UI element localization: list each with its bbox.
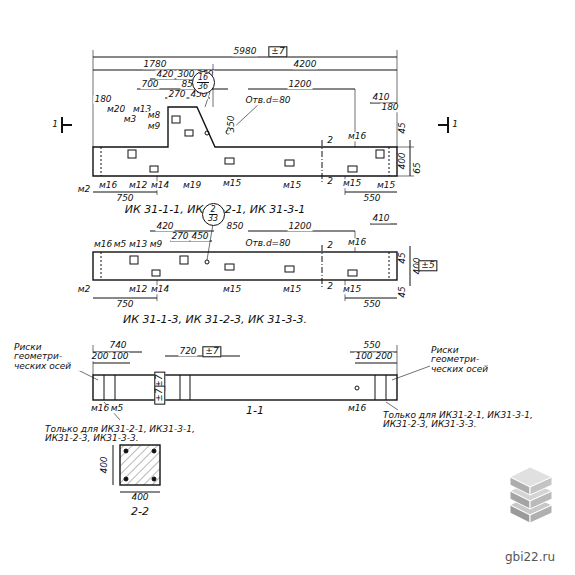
dimension-label: 180 bbox=[380, 103, 399, 112]
dimension-label: 550 bbox=[362, 300, 381, 309]
dimension-label: м2 bbox=[77, 185, 92, 194]
dimension-label: ±5 bbox=[418, 260, 437, 271]
dimension-label: 550 bbox=[362, 194, 381, 203]
dimension-label: 2 bbox=[326, 136, 334, 145]
note: Риски геометри- ческих осей bbox=[13, 343, 83, 371]
dimension-label: 270 bbox=[167, 90, 186, 99]
dimension-label: 4200 bbox=[293, 60, 318, 69]
dimension-label: 450 bbox=[190, 232, 209, 241]
dimension-label: Отв.d=80 bbox=[244, 239, 291, 248]
dimension-label: м20 bbox=[106, 105, 126, 114]
dimension-label: 65 bbox=[413, 161, 422, 174]
dimension-label: м14 bbox=[150, 285, 170, 294]
dimension-label: 1780 bbox=[143, 60, 168, 69]
dimension-label: м14 bbox=[150, 181, 170, 190]
dimension-label: м12 bbox=[128, 181, 148, 190]
dimension-label: м9 bbox=[147, 122, 162, 131]
dimension-label: м15 bbox=[342, 285, 362, 294]
dimension-label: 550 bbox=[362, 341, 381, 350]
dimension-label: 740 bbox=[108, 341, 127, 350]
dimension-label: 1200 bbox=[288, 222, 313, 231]
dimension-label: 1200 bbox=[288, 80, 313, 89]
dimension-label: ±7 bbox=[154, 385, 165, 404]
dimension-label: 200 bbox=[90, 352, 109, 361]
watermark: gbi22.ru bbox=[504, 551, 556, 564]
dimension-label: м16 bbox=[90, 404, 110, 413]
dimension-label: м16 bbox=[347, 132, 367, 141]
dimension-label: 750 bbox=[115, 300, 134, 309]
dimension-label: 270 bbox=[170, 232, 189, 241]
dimension-label: 1-1 bbox=[245, 405, 265, 417]
note: Только для ИК31-2-1, ИК31-3-1, ИК31-2-3,… bbox=[44, 425, 196, 444]
dimension-label: м9 bbox=[149, 240, 164, 249]
dimension-label: 720 bbox=[178, 347, 197, 356]
callout-circle: 233 bbox=[202, 203, 225, 226]
dimension-label: ±7 bbox=[268, 46, 287, 57]
dimension-label: м16 bbox=[93, 240, 113, 249]
dimension-label: 2 bbox=[326, 282, 334, 291]
dimension-label: м15 bbox=[342, 179, 362, 188]
dimension-label: 850 bbox=[225, 222, 244, 231]
note: Только для ИК31-2-1, ИК31-3-1, ИК31-2-3,… bbox=[382, 411, 534, 430]
dimension-label: 410 bbox=[371, 214, 390, 223]
dimension-label: 1 bbox=[51, 120, 59, 129]
dimension-label: м15 bbox=[376, 181, 396, 190]
dimension-label: 400 bbox=[398, 151, 407, 170]
dimension-label: м8 bbox=[147, 111, 162, 120]
note: Риски геометри- ческих осей bbox=[430, 346, 510, 374]
dimension-label: 100 bbox=[354, 352, 373, 361]
dimension-label: м13 bbox=[128, 240, 148, 249]
dimension-label: 410 bbox=[371, 93, 390, 102]
dimension-label: м3 bbox=[123, 115, 138, 124]
dimension-label: 1 bbox=[451, 120, 459, 129]
dimension-label: ±7 bbox=[202, 346, 221, 357]
dimension-label: 45 bbox=[398, 121, 407, 134]
dimension-label: м15 bbox=[222, 285, 242, 294]
dimension-label: 420 bbox=[155, 70, 174, 79]
dimension-label: 400 bbox=[130, 493, 149, 502]
callout-number: 33 bbox=[207, 215, 219, 223]
dimension-label: м2 bbox=[77, 285, 92, 294]
callout-number: 16 bbox=[197, 74, 209, 83]
dimension-label: м5 bbox=[113, 240, 128, 249]
dimension-label: 350 bbox=[227, 114, 236, 133]
dimension-label: 100 bbox=[110, 352, 129, 361]
dimension-label: м15 bbox=[282, 285, 302, 294]
callout-number: 36 bbox=[197, 83, 209, 91]
dimension-label: ИК 31-1-3, ИК 31-2-3, ИК 31-3-3. bbox=[122, 314, 308, 326]
dimension-label: 2-2 bbox=[130, 506, 150, 518]
dimension-label: Отв.d=80 bbox=[244, 96, 291, 105]
dimension-label: 45 bbox=[398, 251, 407, 264]
dimension-label: 400 bbox=[100, 455, 109, 474]
dimension-label: м16 bbox=[347, 238, 367, 247]
dimension-label: 420 bbox=[155, 222, 174, 231]
dimension-label: 180 bbox=[93, 95, 112, 104]
dimension-label: м15 bbox=[222, 179, 242, 188]
callout-number: 2 bbox=[209, 206, 216, 215]
dimension-label: 2 bbox=[326, 241, 334, 250]
dimension-label: 5980 bbox=[233, 47, 258, 56]
dimension-label: 2 bbox=[326, 177, 334, 186]
dimension-label: м19 bbox=[182, 181, 202, 190]
dimension-label: м16 bbox=[98, 181, 118, 190]
dimension-label: 45 bbox=[398, 285, 407, 298]
dimension-label: м15 bbox=[282, 181, 302, 190]
dimension-label: м16 bbox=[347, 404, 367, 413]
dimension-label: 700 bbox=[140, 80, 159, 89]
dimension-label: м5 bbox=[110, 404, 125, 413]
callout-circle: 1636 bbox=[192, 71, 215, 94]
dimension-label: 200 bbox=[374, 352, 393, 361]
dimension-label: м12 bbox=[128, 285, 148, 294]
dimension-label: 750 bbox=[115, 194, 134, 203]
